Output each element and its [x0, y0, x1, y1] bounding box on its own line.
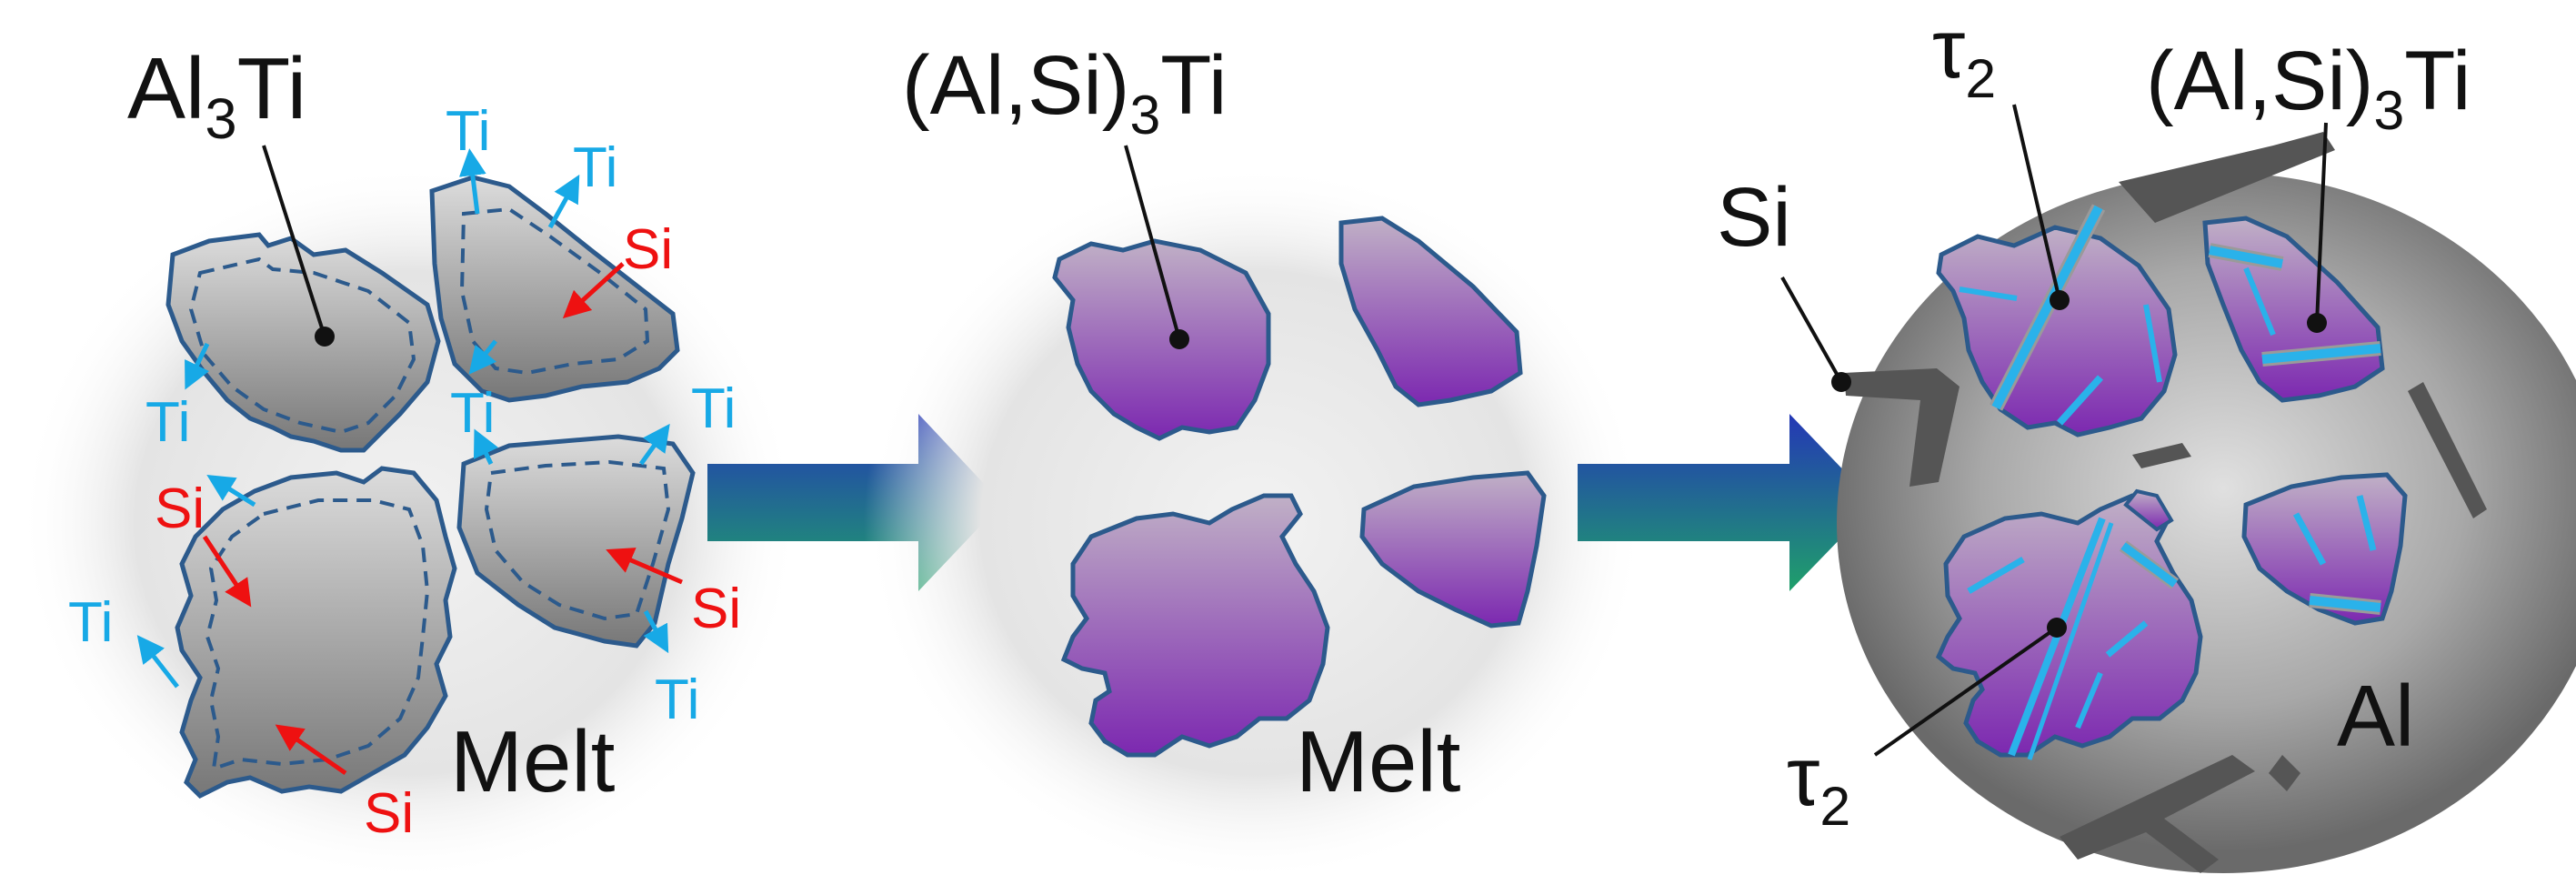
alsi3ti-particle	[1338, 216, 1523, 407]
si-flake	[2119, 132, 2335, 223]
si-flake	[2269, 755, 2300, 791]
si-label-right: Si	[1717, 171, 1791, 264]
tau2-plate	[2057, 375, 2103, 426]
alsi3ti-particle	[1359, 470, 1547, 629]
tau2-plate	[2143, 304, 2162, 383]
ti-label: Ti	[655, 669, 699, 731]
ti-arrow	[458, 148, 486, 215]
ti-arrow	[185, 342, 210, 390]
ti-arrow	[136, 635, 179, 689]
tau2-label-bottom: τ2	[1787, 730, 1850, 837]
si-arrow	[562, 262, 625, 319]
si-arrow	[606, 548, 683, 585]
diffusion-front	[484, 459, 671, 621]
alsi3ti-pointer-line	[1124, 145, 1181, 340]
tau2-plate	[2292, 512, 2327, 566]
alsi3ti-label-middle: (Al,Si)3Ti	[902, 39, 1227, 146]
right-panel: τ2 (Al,Si)3Ti Si Al τ2	[1717, 3, 2576, 873]
si-arrow	[202, 535, 252, 608]
diffusion-front	[188, 256, 416, 435]
ti-label: Ti	[691, 377, 736, 440]
left-panel: Al3Ti Ti Ti Ti Ti Ti Ti Ti	[18, 40, 800, 882]
ti-arrow	[547, 174, 580, 229]
tau2-plate	[2261, 344, 2381, 364]
si-labels: Si Si Si Si	[155, 218, 741, 845]
ti-label: Ti	[145, 391, 190, 454]
al3ti-particle	[165, 232, 441, 453]
si-label: Si	[155, 478, 205, 540]
diffusion-front	[459, 206, 650, 376]
ti-label: Ti	[68, 591, 113, 654]
ti-arrow	[643, 609, 669, 654]
si-flake	[1844, 368, 1960, 487]
ti-arrow	[468, 339, 497, 375]
al-matrix-label: Al	[2337, 668, 2414, 765]
diffusion-front	[205, 498, 430, 771]
tau2-plate	[2120, 542, 2178, 588]
tau2-pointer-line-bottom	[1873, 626, 2059, 757]
si-pointer-dot	[1831, 372, 1851, 392]
middle-panel: (Al,Si)3Ti Melt	[864, 39, 1646, 882]
ti-label: Ti	[446, 100, 490, 163]
ti-arrow	[473, 428, 499, 466]
alsi3ti-label-right: (Al,Si)3Ti	[2146, 35, 2471, 141]
si-flake	[2132, 443, 2191, 468]
tau2-pointer-dot-top	[2050, 290, 2070, 310]
alsi3ti-pointer-line-right	[2315, 122, 2328, 324]
si-flake	[2408, 382, 2487, 518]
si-arrow	[275, 724, 347, 776]
ti-label: Ti	[573, 136, 617, 199]
tau2-plate	[2105, 620, 2149, 658]
alsi3ti-particle	[1935, 493, 2203, 758]
tau2-pointer-dot-bottom	[2047, 618, 2067, 638]
alsi3ti-particle	[1052, 238, 1271, 441]
si-label: Si	[623, 218, 673, 281]
ti-diffusion-arrows	[136, 148, 670, 689]
melt-label-left: Melt	[450, 713, 615, 810]
al3ti-particle	[456, 434, 696, 649]
al3ti-pointer-dot	[315, 327, 335, 347]
si-pointer-line	[1780, 277, 1843, 383]
tau2-plate	[2075, 671, 2103, 729]
alsi3ti-pointer-dot-right	[2307, 313, 2327, 333]
si-label: Si	[364, 782, 414, 845]
tau2-plate	[2243, 266, 2276, 337]
alsi3ti-particle	[1060, 493, 1330, 758]
alsi3ti-particle	[2123, 488, 2174, 532]
tau2-plate	[2027, 522, 2114, 760]
al3ti-particle	[175, 466, 457, 799]
melt-label-middle: Melt	[1296, 713, 1460, 810]
tau2-plate	[1991, 205, 2103, 410]
al3ti-pointer-line	[262, 145, 326, 337]
tau2-plate	[2309, 596, 2381, 612]
alsi3ti-pointer-dot	[1169, 329, 1189, 349]
alsi3ti-particle	[1936, 225, 2178, 437]
ti-label: Ti	[450, 382, 495, 445]
si-flakes	[1844, 132, 2487, 873]
ti-labels: Ti Ti Ti Ti Ti Ti Ti	[68, 100, 736, 731]
ti-arrow	[638, 423, 670, 466]
tau2-plate	[2209, 246, 2283, 268]
si-diffusion-arrows	[202, 262, 683, 776]
si-label: Si	[691, 578, 741, 640]
tau2-plate	[1967, 556, 2025, 595]
process-arrow-2	[1578, 414, 1875, 591]
ti-arrow	[206, 475, 256, 508]
si-flake	[2060, 755, 2255, 873]
tau2-plate	[1959, 287, 2018, 301]
tau2-label-top: τ2	[1932, 3, 1996, 109]
tau2-plate	[2356, 495, 2377, 551]
al3ti-label: Al3Ti	[127, 40, 306, 151]
tau2-pointer-line-top	[2012, 104, 2061, 301]
